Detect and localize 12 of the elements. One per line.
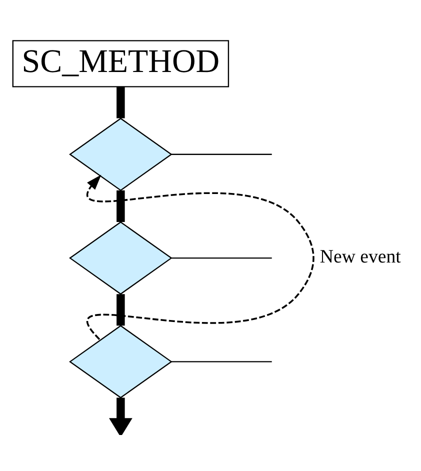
connector [116,190,125,222]
node-box: SC_METHOD [12,40,230,88]
connector [171,361,272,362]
connector [171,154,272,155]
connector [116,294,125,326]
node-diamond [69,221,172,295]
node-diamond [69,325,172,398]
edge-label: New event [320,246,401,268]
arrow [109,398,132,435]
connector [116,86,125,118]
connector [171,257,272,259]
arrow [87,174,314,340]
